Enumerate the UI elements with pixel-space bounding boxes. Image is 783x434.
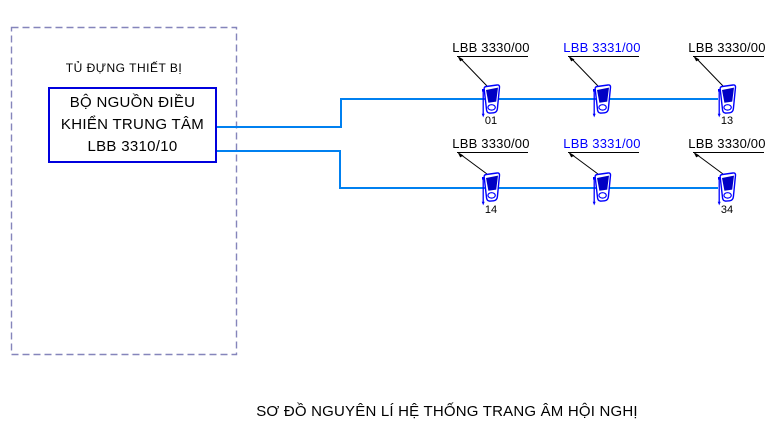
device-model-label: LBB 3331/00 — [563, 40, 641, 55]
device-model-label: LBB 3331/00 — [563, 136, 641, 151]
mic-body-fill — [597, 87, 609, 103]
mic-stem-arrow — [592, 201, 596, 206]
unit-name-line1: BỘ NGUỒN ĐIỀU — [69, 94, 196, 111]
equipment-cabinet-outline — [10, 26, 238, 356]
mic-stem-arrow — [481, 113, 485, 118]
speaker-line-2 — [217, 150, 718, 189]
mic-base-ellipse — [598, 104, 607, 111]
mic-body-fill — [486, 87, 498, 103]
device-number: 13 — [720, 115, 734, 127]
device-model-label: LBB 3330/00 — [688, 40, 766, 55]
microphone-unit-icon — [592, 172, 612, 206]
mic-stem-dot — [482, 177, 485, 180]
device-number: 34 — [720, 204, 734, 216]
microphone-unit-icon — [592, 84, 612, 118]
microphone-unit-icon — [481, 172, 501, 206]
leader-arrowhead — [693, 152, 700, 158]
mic-base-ellipse — [487, 192, 496, 199]
mic-stem-dot — [718, 177, 721, 180]
mic-stem-dot — [593, 177, 596, 180]
leader-line — [695, 57, 724, 87]
device-model-label: LBB 3330/00 — [452, 136, 530, 151]
equipment-cabinet-label: TỦ ĐỰNG THIẾT BỊ — [65, 61, 183, 75]
mic-stem-arrow — [717, 201, 721, 206]
microphone-unit-icon — [717, 84, 737, 118]
speaker-line-1 — [217, 98, 718, 128]
mic-stem-arrow — [592, 113, 596, 118]
unit-model-number: LBB 3310/10 — [87, 138, 178, 155]
mic-body-fill — [722, 87, 734, 103]
mic-base-ellipse — [598, 192, 607, 199]
leader-line — [570, 153, 599, 175]
mic-base-ellipse — [723, 104, 732, 111]
leader-arrowhead — [457, 152, 464, 158]
leader-line — [459, 153, 488, 175]
unit-name-line2: KHIỂN TRUNG TÂM — [60, 116, 205, 133]
leader-arrowhead — [693, 56, 700, 62]
mic-body-fill — [597, 175, 609, 191]
device-model-label: LBB 3330/00 — [688, 136, 766, 151]
leader-line — [570, 57, 599, 87]
device-model-label: LBB 3330/00 — [452, 40, 530, 55]
device-number: 14 — [484, 204, 498, 216]
mic-stem-dot — [482, 89, 485, 92]
mic-body-fill — [486, 175, 498, 191]
diagram-title: SƠ ĐỒ NGUYÊN LÍ HỆ THỐNG TRANG ÂM HỘI NG… — [256, 403, 638, 420]
mic-stem-arrow — [481, 201, 485, 206]
device-number: 01 — [484, 115, 498, 127]
leader-line — [695, 153, 724, 175]
microphone-unit-icon — [481, 84, 501, 118]
microphone-unit-icon — [717, 172, 737, 206]
leader-line — [459, 57, 488, 87]
central-control-unit-box: BỘ NGUỒN ĐIỀU KHIỂN TRUNG TÂM LBB 3310/1… — [48, 87, 217, 163]
mic-stem-arrow — [717, 113, 721, 118]
mic-base-ellipse — [723, 192, 732, 199]
mic-body-fill — [722, 175, 734, 191]
mic-base-ellipse — [487, 104, 496, 111]
leader-arrowhead — [568, 56, 575, 62]
mic-stem-dot — [593, 89, 596, 92]
mic-stem-dot — [718, 89, 721, 92]
leader-arrowhead — [457, 56, 464, 62]
leader-arrowhead — [568, 152, 575, 158]
